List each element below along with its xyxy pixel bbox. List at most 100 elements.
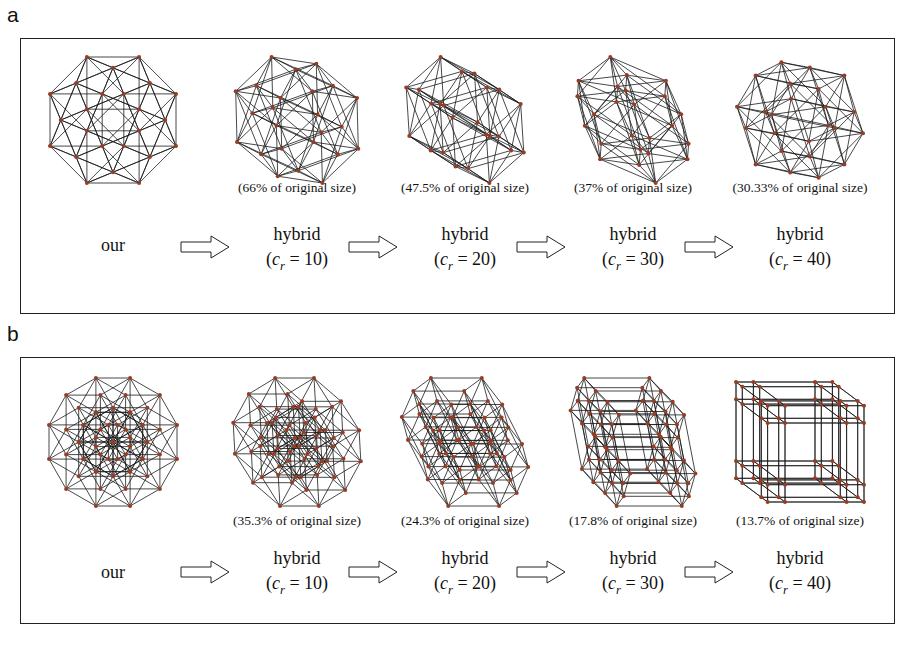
graph-edge: [760, 404, 839, 405]
graph-vertex: [85, 55, 89, 59]
panel-letter: b: [7, 322, 19, 346]
graph-vertex: [100, 144, 104, 148]
graph-vertex: [473, 72, 477, 76]
graph-vertex: [417, 402, 421, 406]
graph-vertex: [94, 470, 98, 474]
graph-vertex: [664, 423, 668, 427]
graph-vertex: [141, 457, 145, 461]
graph-edge: [440, 427, 458, 440]
graph-vertex: [740, 385, 744, 389]
graph-vertex: [679, 112, 683, 116]
graph-vertex: [286, 459, 290, 463]
graph-edge: [491, 427, 509, 440]
graph-vertex: [249, 450, 253, 454]
graph-edge: [118, 459, 148, 476]
graph-edge: [272, 57, 317, 64]
graph-edge: [610, 57, 665, 96]
graph-edge: [682, 483, 689, 506]
graph-vertex: [315, 434, 319, 438]
graph-edge: [781, 62, 844, 75]
graph-edge: [659, 482, 682, 506]
graph-vertex: [751, 476, 755, 480]
graph-vertex: [838, 495, 842, 499]
graph-edge: [419, 414, 470, 415]
graph-vertex: [47, 423, 51, 427]
graph-edge: [83, 459, 100, 489]
graph-edge: [316, 64, 357, 98]
graph-vertex: [279, 96, 283, 100]
graph-vertex: [686, 481, 690, 485]
graph-edge: [306, 490, 345, 491]
graph-edge: [636, 388, 643, 411]
graph-vertex: [779, 149, 783, 153]
graph-vertex: [502, 455, 506, 459]
graph-edge: [489, 137, 499, 183]
graph-vertex: [148, 81, 152, 85]
graph-vertex: [766, 404, 770, 408]
graph-edge: [317, 475, 319, 506]
graph-edge: [147, 442, 177, 459]
graph-vertex: [137, 55, 141, 59]
graph-vertex: [638, 148, 642, 152]
graph-edge: [815, 399, 816, 478]
graph-vertex: [751, 397, 755, 401]
graph-vertex: [77, 440, 81, 444]
graph-edge: [318, 115, 342, 127]
graph-edge: [322, 149, 358, 183]
graph-edge: [636, 410, 659, 434]
graph-edge: [316, 64, 341, 127]
graph-edge: [299, 446, 317, 475]
graph-edge: [87, 130, 139, 131]
graph-vertex: [420, 455, 424, 459]
graph-edge: [689, 474, 696, 497]
graph-edge: [334, 461, 360, 477]
graph-edge: [582, 423, 647, 424]
graph-vertex: [495, 451, 499, 455]
graph-vertex: [438, 429, 442, 433]
graph-edge: [130, 412, 131, 446]
graph-vertex: [437, 452, 441, 456]
graph-edge: [113, 442, 130, 472]
graph-edge: [759, 404, 760, 483]
graph-vertex: [462, 389, 466, 393]
graph-vertex: [137, 107, 141, 111]
graph-edge: [671, 447, 682, 506]
size-note: (66% of original size): [238, 181, 356, 196]
graph-edge: [87, 183, 139, 184]
graph-edge: [473, 444, 493, 483]
graph-edge: [299, 446, 301, 477]
graph-edge: [139, 57, 176, 94]
graph-edge: [288, 378, 314, 394]
graph-edge: [236, 91, 253, 113]
method-label: hybrid: [610, 225, 657, 245]
graph-edge: [585, 102, 617, 126]
graph-vertex: [100, 92, 104, 96]
graph-vertex: [276, 174, 280, 178]
graph-vertex: [111, 474, 115, 478]
graph-edge: [236, 91, 237, 142]
graph-edge: [79, 476, 96, 506]
graph-edge: [341, 401, 343, 432]
graph-edge: [650, 138, 689, 144]
graph-vertex: [632, 103, 636, 107]
graph-edge: [499, 480, 511, 506]
graph-vertex: [817, 87, 821, 91]
graph-edge: [272, 423, 290, 452]
graph-edge: [280, 506, 319, 507]
graph-vertex: [520, 442, 524, 446]
graph-edge: [605, 447, 616, 506]
graph-edge: [256, 86, 273, 108]
graph-vertex: [122, 144, 126, 148]
graph-vertex: [314, 62, 318, 66]
graph-vertex: [466, 167, 470, 171]
graph-vertex: [464, 491, 468, 495]
graph-vertex: [303, 457, 307, 461]
graph-edge: [761, 479, 778, 480]
graph-edge: [661, 391, 684, 415]
graph-edge: [746, 128, 809, 141]
graph-edge: [321, 98, 357, 132]
graph-edge: [96, 506, 130, 507]
graph-edge: [642, 388, 665, 412]
graph-vertex: [480, 376, 484, 380]
graph-edge: [781, 99, 791, 151]
